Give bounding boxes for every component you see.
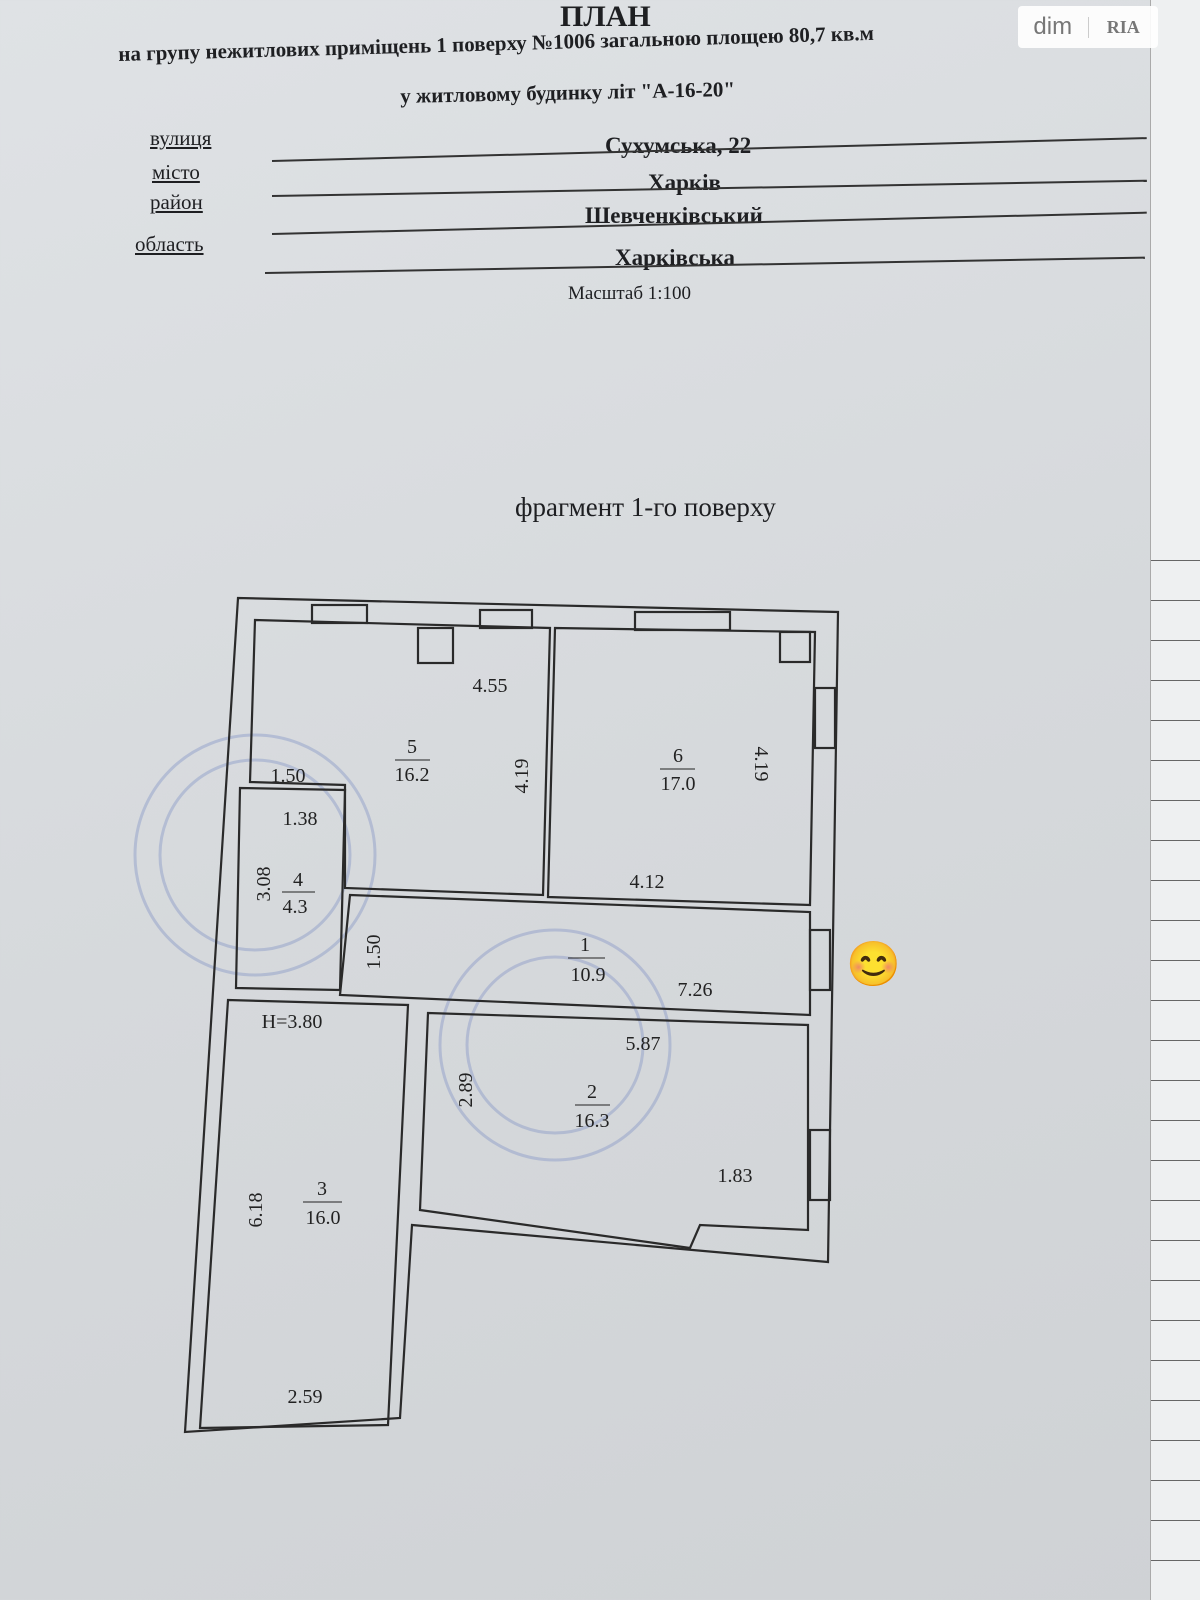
floor-plan: 5 16.2 6 17.0 4 4.3 1 10.9 2 16.3 3 16.0… (133, 596, 840, 1434)
smiley-emoji-sticker: 😊 (846, 940, 901, 989)
district-label: район (150, 190, 203, 214)
dim-r2-height: 2.89 (455, 1073, 477, 1108)
dim-r3-width: 2.59 (288, 1386, 323, 1408)
city-value: Харків (648, 170, 721, 195)
watermark-dim: dim (1033, 13, 1073, 40)
room-2 (418, 1011, 810, 1250)
room-5 (248, 618, 552, 897)
scale-label: Масштаб 1:100 (568, 283, 692, 304)
dim-r2-width: 5.87 (626, 1033, 661, 1055)
dim-r5-height: 4.19 (511, 759, 533, 794)
ceiling-height: H=3.80 (262, 1011, 323, 1033)
room-4-area: 4.3 (283, 896, 308, 918)
region-label: область (135, 232, 204, 256)
dim-r3-height: 6.18 (245, 1193, 267, 1228)
room-1-area: 10.9 (571, 964, 606, 986)
dim-r6-width: 4.12 (630, 871, 665, 893)
room-1 (338, 893, 812, 1017)
room-4-number: 4 (293, 869, 303, 891)
room-6-number: 6 (673, 745, 683, 767)
dim-r4-top: 1.50 (271, 765, 306, 787)
stamp-marks (133, 733, 672, 1162)
room-6-area: 17.0 (661, 773, 696, 795)
dim-r2-side: 1.83 (718, 1165, 753, 1187)
room-2-number: 2 (587, 1081, 597, 1103)
watermark-ria: RIA (1087, 16, 1159, 38)
dim-r4-height: 3.08 (253, 867, 275, 902)
outer-wall (183, 596, 840, 1434)
adjacent-paper-edge (1150, 0, 1200, 1600)
room-3-number: 3 (317, 1178, 327, 1200)
room-2-area: 16.3 (575, 1110, 610, 1132)
city-label: місто (152, 160, 200, 184)
room-5-area: 16.2 (395, 764, 430, 786)
room-1-number: 1 (580, 934, 590, 956)
dim-r6-height: 4.19 (750, 747, 772, 782)
dim-r4-width: 1.38 (283, 808, 318, 830)
room-3-area: 16.0 (306, 1207, 341, 1229)
dim-ria-watermark: dim RIA (1018, 6, 1158, 48)
document-title: ПЛАН (560, 0, 651, 33)
dim-corridor-length: 7.26 (678, 979, 713, 1001)
street-value: Сухумська, 22 (605, 133, 752, 158)
street-label: вулиця (150, 126, 212, 150)
dim-corridor-width: 1.50 (363, 935, 385, 970)
room-3 (198, 998, 410, 1430)
dim-r5-width: 4.55 (473, 675, 508, 697)
fragment-title: фрагмент 1-го поверху (515, 492, 776, 522)
room-5-number: 5 (407, 736, 417, 758)
